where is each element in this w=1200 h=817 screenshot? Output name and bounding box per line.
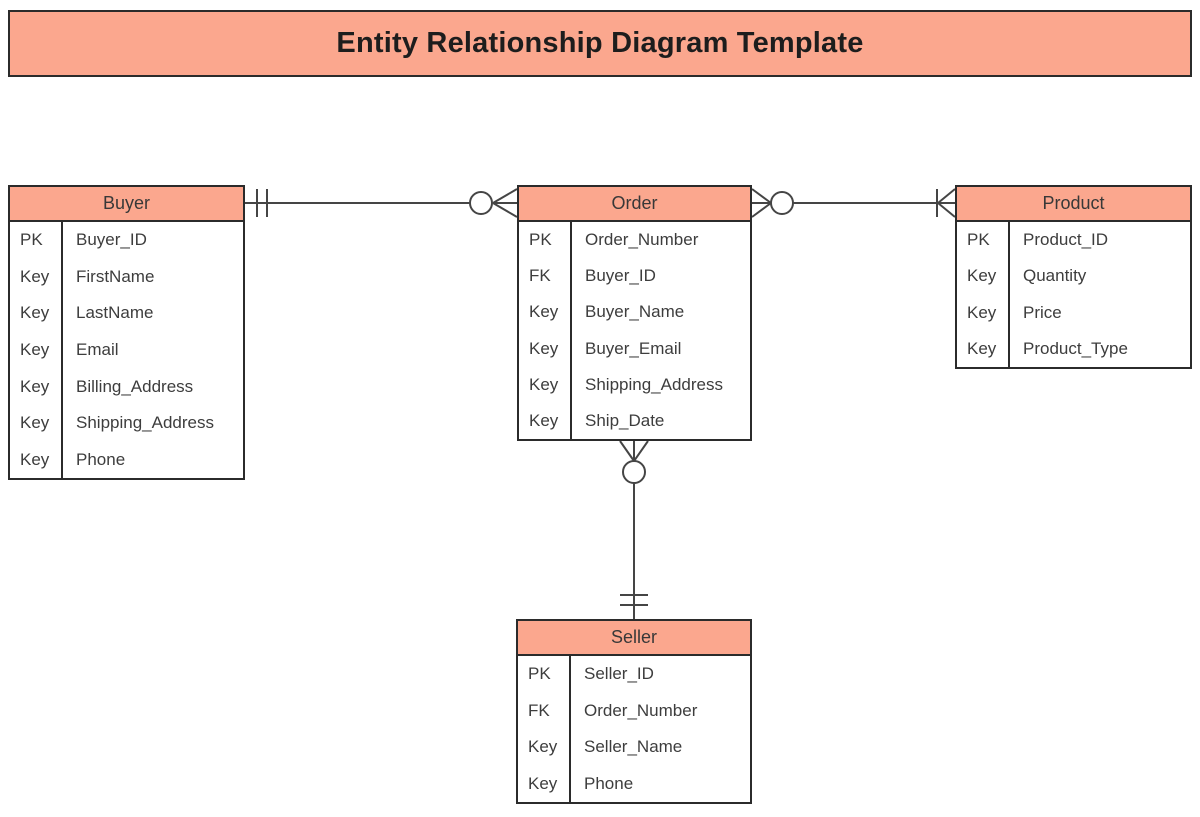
field-name-cell: FirstName (76, 266, 155, 286)
key-type-cell: Key (10, 404, 63, 442)
attribute-row: Key FirstName (10, 258, 243, 296)
key-type-cell: PK (518, 656, 571, 693)
key-type-cell: Key (10, 441, 63, 479)
field-name-cell: Product_ID (1023, 230, 1109, 250)
field-name-cell: Seller_Name (584, 737, 683, 757)
key-type-cell: Key (519, 294, 572, 331)
zero-or-many-notation (751, 188, 794, 218)
relationship-buyer-order (245, 188, 518, 218)
key-type-cell: Key (957, 258, 1010, 295)
one-and-only-one-notation (620, 594, 648, 606)
one-or-many-notation (936, 188, 956, 218)
attribute-row: Key Shipping_Address (519, 366, 750, 403)
key-type-cell: Key (957, 330, 1010, 367)
key-type-cell: FK (519, 258, 572, 295)
field-name-cell: Shipping_Address (585, 374, 723, 394)
attribute-row: Key Phone (518, 765, 750, 802)
key-type-cell: Key (957, 294, 1010, 331)
key-type-cell: Key (10, 258, 63, 296)
key-type-cell: Key (10, 368, 63, 405)
attribute-row: Key Product_Type (957, 330, 1190, 367)
attribute-row: Key Ship_Date (519, 402, 750, 440)
attribute-row: PK Order_Number (519, 222, 750, 259)
field-name-cell: Buyer_ID (76, 230, 147, 250)
attribute-row: Key Quantity (957, 258, 1190, 295)
field-name-cell: Shipping_Address (76, 413, 214, 433)
field-name-cell: Quantity (1023, 266, 1087, 286)
key-type-cell: FK (518, 692, 571, 729)
field-name-cell: Billing_Address (76, 376, 194, 396)
entity-title: Seller (610, 627, 658, 647)
field-name-cell: Order_Number (584, 700, 698, 720)
attribute-row: Key LastName (10, 295, 243, 332)
entity-title: Product (1042, 193, 1105, 213)
key-type-cell: PK (957, 222, 1010, 259)
field-name-cell: Product_Type (1023, 338, 1128, 358)
attribute-row: Key Price (957, 294, 1190, 331)
attribute-row: PK Product_ID (957, 222, 1190, 259)
key-type-cell: Key (519, 366, 572, 403)
entity-title: Order (611, 193, 658, 213)
attribute-row: Key Buyer_Name (519, 294, 750, 331)
entity-title: Buyer (102, 193, 151, 213)
zero-or-many-notation (619, 440, 649, 484)
attribute-row: Key Seller_Name (518, 729, 750, 766)
field-name-cell: Order_Number (585, 230, 699, 250)
attribute-row: Key Billing_Address (10, 368, 243, 405)
field-name-cell: Seller_ID (584, 664, 654, 684)
entity-header: Product (957, 187, 1190, 222)
key-type-cell: Key (518, 765, 571, 802)
key-type-cell: Key (10, 295, 63, 332)
key-type-cell: PK (10, 222, 63, 259)
field-name-cell: Buyer_ID (585, 266, 656, 286)
entity-header: Buyer (10, 187, 243, 222)
attribute-row: FK Order_Number (518, 692, 750, 729)
zero-or-many-notation (469, 188, 518, 218)
field-name-cell: Email (76, 340, 119, 360)
entity-header: Order (519, 187, 750, 222)
diagram-title: Entity Relationship Diagram Template (336, 27, 864, 59)
relationship-order-seller (619, 440, 649, 619)
field-name-cell: Buyer_Email (585, 338, 682, 358)
entity-header: Seller (518, 621, 750, 656)
field-name-cell: Phone (584, 773, 634, 793)
attribute-row: Key Shipping_Address (10, 404, 243, 442)
key-type-cell: Key (519, 330, 572, 367)
one-and-only-one-notation (256, 189, 268, 217)
key-type-cell: Key (518, 729, 571, 766)
attribute-row: FK Buyer_ID (519, 258, 750, 295)
key-type-cell: Key (519, 402, 572, 440)
key-type-cell: Key (10, 331, 63, 369)
key-type-cell: PK (519, 222, 572, 259)
field-name-cell: LastName (76, 303, 154, 323)
diagram-title-banner: Entity Relationship Diagram Template (8, 10, 1192, 77)
attribute-row: PK Buyer_ID (10, 222, 243, 259)
field-name-cell: Ship_Date (585, 410, 665, 430)
attribute-row: PK Seller_ID (518, 656, 750, 693)
field-name-cell: Buyer_Name (585, 302, 685, 322)
field-name-cell: Price (1023, 302, 1062, 322)
field-name-cell: Phone (76, 449, 126, 469)
relationship-order-product (751, 188, 956, 218)
attribute-row: Key Email (10, 331, 243, 369)
attribute-row: Key Phone (10, 441, 243, 479)
attribute-row: Key Buyer_Email (519, 330, 750, 367)
